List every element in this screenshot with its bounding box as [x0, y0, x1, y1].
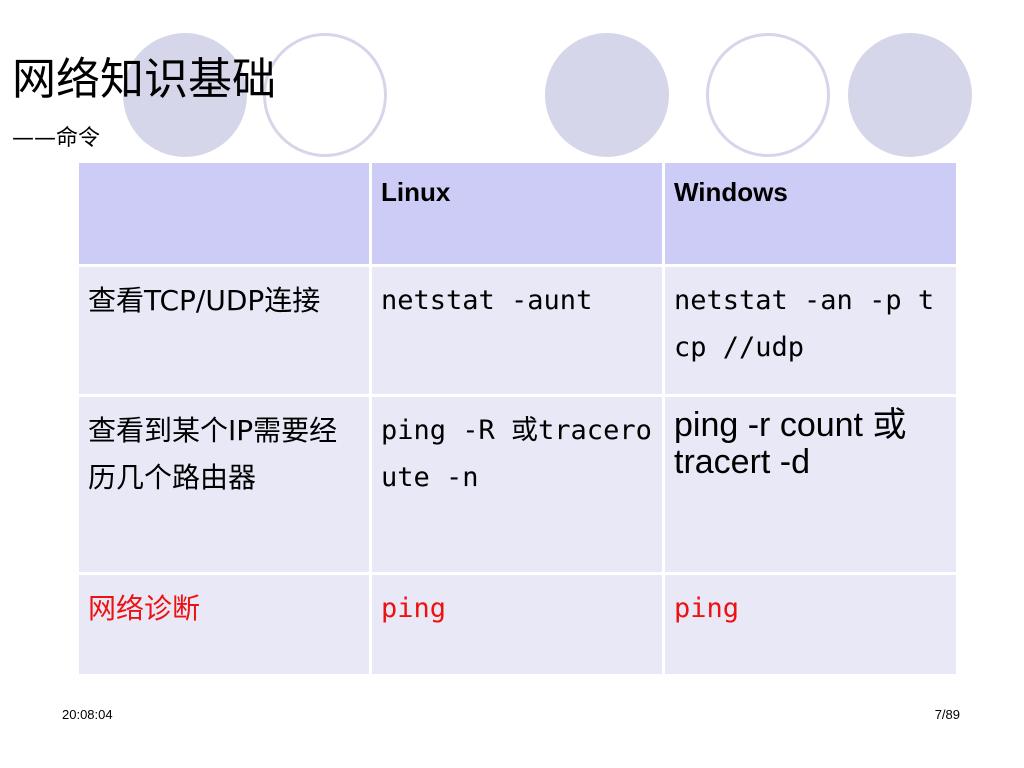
linux-command: ping	[369, 572, 665, 677]
decorative-circle	[123, 33, 247, 157]
table-row: 查看TCP/UDP连接 netstat -aunt netstat -an -p…	[76, 264, 959, 397]
decorative-circle	[545, 33, 669, 157]
header-cell-linux: Linux	[369, 160, 665, 267]
windows-command: ping -r count 或tracert -d	[662, 394, 959, 575]
row-label: 查看到某个IP需要经历几个路由器	[76, 394, 372, 575]
row-label: 网络诊断	[76, 572, 372, 677]
table-row: 查看到某个IP需要经历几个路由器 ping -R 或traceroute -n …	[76, 394, 959, 575]
table-header-row: Linux Windows	[76, 160, 959, 267]
slide-subtitle: ——命令	[12, 126, 101, 151]
slide-title: 网络知识基础	[12, 54, 276, 105]
decorative-circle	[848, 33, 972, 157]
header-cell-empty	[76, 160, 372, 267]
table-row: 网络诊断 ping ping	[76, 572, 959, 677]
windows-command: ping	[662, 572, 959, 677]
row-label: 查看TCP/UDP连接	[76, 264, 372, 397]
header-cell-windows: Windows	[662, 160, 959, 267]
linux-command: ping -R 或traceroute -n	[369, 394, 665, 575]
decorative-ring	[263, 33, 387, 157]
windows-command: netstat -an -p tcp //udp	[662, 264, 959, 397]
decorative-ring	[706, 33, 830, 157]
footer-page-number: 7/89	[934, 707, 960, 722]
command-table: Linux Windows 查看TCP/UDP连接 netstat -aunt …	[76, 160, 959, 677]
linux-command: netstat -aunt	[369, 264, 665, 397]
footer-time: 20:08:04	[62, 707, 113, 722]
